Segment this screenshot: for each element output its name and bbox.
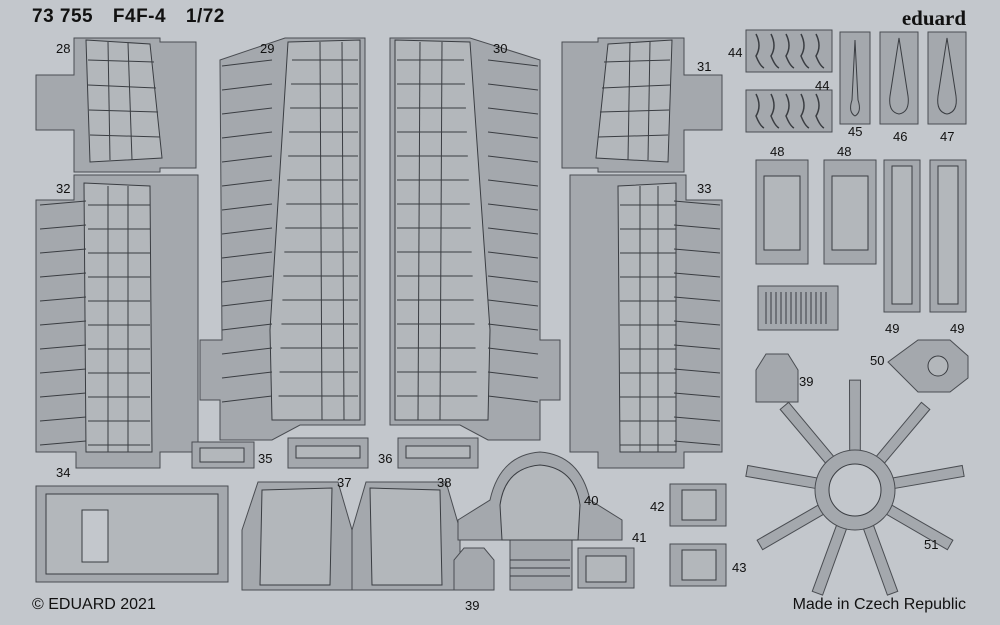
part-label-p35: 35 [258, 451, 273, 466]
part-label-p34: 34 [56, 465, 71, 480]
part-45-chain [839, 31, 871, 125]
part-label-p48b: 48 [837, 144, 852, 159]
part-label-p45: 45 [848, 124, 863, 139]
part-label-p37: 37 [337, 475, 352, 490]
part-50-bracket [887, 339, 969, 393]
part-label-p49a: 49 [885, 321, 900, 336]
origin-notice: Made in Czech Republic [792, 596, 966, 613]
part-label-p51: 51 [924, 537, 939, 552]
part-label-p49b: 49 [950, 321, 965, 336]
part-label-p44b: 44 [815, 78, 830, 93]
part-label-p33: 33 [697, 181, 712, 196]
part-28-flap [35, 37, 197, 173]
part-49-strip-left [883, 159, 921, 313]
part-label-p28: 28 [56, 41, 71, 56]
part-34-frame [35, 485, 229, 583]
part-48-right [823, 159, 877, 265]
part-30-wing-panel [389, 37, 561, 441]
part-label-p36: 36 [378, 451, 393, 466]
part-32-aileron-frame [35, 174, 199, 469]
part-36-strip-left [287, 437, 369, 469]
part-36-strip-right [397, 437, 479, 469]
part-label-p38: 38 [437, 475, 452, 490]
part-35-strip [191, 441, 255, 469]
part-label-p32: 32 [56, 181, 71, 196]
part-40-panel [457, 451, 623, 591]
part-44-clips-bottom [745, 89, 833, 133]
part-label-p41: 41 [632, 530, 647, 545]
part-label-p44a: 44 [728, 45, 743, 60]
part-48-left [755, 159, 809, 265]
part-44-clips-top [745, 29, 833, 73]
part-43-bracket [669, 543, 727, 587]
part-41-bracket [577, 547, 635, 589]
part-46-chain [879, 31, 919, 125]
part-38-door [351, 481, 461, 591]
part-37-door [241, 481, 353, 591]
part-label-p39b: 39 [465, 598, 480, 613]
brand-logo: eduard [901, 6, 966, 30]
copyright-notice: © EDUARD 2021 [32, 596, 156, 613]
part-39-small-lower [453, 547, 495, 591]
sheet-header: 73 755 F4F-4 1/72 [32, 6, 239, 28]
part-31-flap [561, 37, 723, 173]
scale: 1/72 [185, 6, 225, 27]
part-47-chain [927, 31, 967, 125]
part-label-p50: 50 [870, 353, 885, 368]
part-label-p48a: 48 [770, 144, 785, 159]
part-42-bracket [669, 483, 727, 527]
catalog-number: 73 755 [32, 6, 94, 27]
part-label-p40: 40 [584, 493, 599, 508]
part-39-small-upper [755, 353, 799, 403]
part-33-aileron-frame [569, 174, 723, 469]
part-label-p29: 29 [260, 41, 275, 56]
part-29-wing-panel [199, 37, 366, 441]
part-label-p43: 43 [732, 560, 747, 575]
part-49-strip-right [929, 159, 967, 313]
part-grille-block [757, 285, 839, 331]
part-label-p42: 42 [650, 499, 665, 514]
part-label-p39a: 39 [799, 374, 814, 389]
part-label-p46: 46 [893, 129, 908, 144]
part-51-engine-baffle-star [745, 379, 965, 596]
part-label-p31: 31 [697, 59, 712, 74]
part-label-p47: 47 [940, 129, 955, 144]
model-name: F4F-4 [112, 6, 167, 27]
part-label-p30: 30 [493, 41, 508, 56]
